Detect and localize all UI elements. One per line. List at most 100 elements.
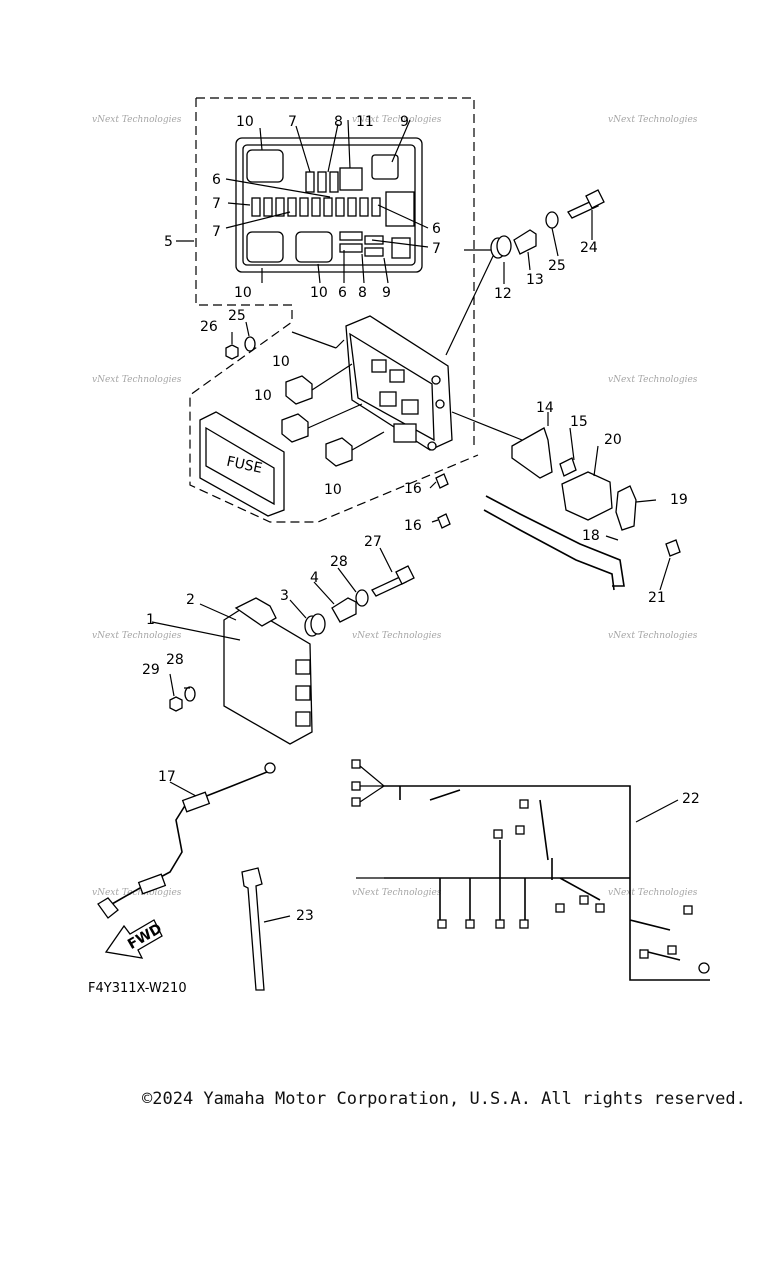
callout-8: 8 [334,114,343,130]
fuse-cover[interactable]: FUSE [199,411,285,517]
watermark: vNext Technologies [608,888,698,898]
callout-21: 21 [648,590,666,606]
nut-16 [435,473,449,489]
callout-7: 7 [432,241,441,257]
collar-13 [513,229,537,255]
washer-25 [545,211,559,229]
callout-26: 26 [200,319,218,335]
arrow-icon [104,919,163,959]
fuse-row [251,191,415,259]
relay-10 [281,413,309,443]
callout-24: 24 [580,240,598,256]
ecm-group[interactable]: 1 2 3 4 28 27 29 28 [142,534,415,745]
relay-10 [246,231,284,263]
callout-7: 7 [212,196,221,212]
callout-7: 7 [212,224,221,240]
nut-29 [169,696,183,712]
callout-2: 2 [186,592,195,608]
watermark: vNext Technologies [92,888,182,898]
callout-17: 17 [158,769,176,785]
watermark: vNext Technologies [608,631,698,641]
connector [393,423,417,443]
fwd-arrow: FWD [104,919,165,959]
watermark: vNext Technologies [352,631,442,641]
bolt-27-head [395,565,415,585]
callout-9: 9 [400,114,409,130]
washer-28 [184,686,196,702]
watermark: vNext Technologies [608,115,698,125]
callout-4: 4 [310,570,319,586]
fuse-7 [305,171,315,193]
nut-16 [437,513,451,529]
starter-relay-group[interactable]: 14 15 20 19 18 21 16 16 [404,400,688,606]
watermark: vNext Technologies [92,115,182,125]
watermark: vNext Technologies [92,631,182,641]
ring-terminal [264,762,276,774]
copyright-notice: ©2024 Yamaha Motor Corporation, U.S.A. A… [142,1089,746,1109]
relay-10 [295,231,333,263]
callout-12: 12 [494,286,512,302]
watermark: vNext Technologies [352,115,442,125]
fuse-11 [339,167,363,191]
callout-15: 15 [570,414,588,430]
bolt-15 [559,457,577,477]
wire-harness-22[interactable]: 22 [351,759,710,981]
callout-3: 3 [280,588,289,604]
relay-10 [246,149,284,183]
callout-8: 8 [358,285,367,301]
callout-1: 1 [146,612,155,628]
washer-25 [244,336,256,352]
mount-hardware-upper[interactable]: 12 13 25 24 [490,189,605,302]
callout-25: 25 [228,308,246,324]
washer-28 [355,589,369,607]
callout-16: 16 [404,481,422,497]
callout-13: 13 [526,272,544,288]
relay-bracket-assembly[interactable]: 10 10 10 [254,249,533,498]
callout-7: 7 [288,114,297,130]
fuse-8 [317,171,327,193]
watermark: vNext Technologies [92,375,182,385]
detail-frame [189,97,479,523]
fuse-box-detail[interactable]: 10 7 8 11 9 6 7 7 5 6 7 10 10 6 8 9 [164,97,479,523]
bracket-14 [511,427,553,479]
nut-washer-upper[interactable]: 26 25 [200,308,256,360]
callout-10: 10 [310,285,328,301]
callout-6: 6 [338,285,347,301]
callout-27: 27 [364,534,382,550]
bolt-21 [665,539,681,557]
callout-28: 28 [166,652,184,668]
callout-11: 11 [356,114,374,130]
callout-14: 14 [536,400,554,416]
ecm-bracket-2 [234,597,277,627]
callout-19: 19 [670,492,688,508]
callout-10: 10 [324,482,342,498]
callout-10: 10 [234,285,252,301]
nut-26 [225,344,239,360]
callout-9: 9 [382,285,391,301]
fuse-label: FUSE [225,454,264,477]
cover-19 [615,485,637,531]
cable-tie-23[interactable]: 23 [241,867,314,991]
callout-6: 6 [212,172,221,188]
callout-10: 10 [236,114,254,130]
relay-20 [561,471,613,521]
fuse-block [385,191,415,227]
callout-10: 10 [254,388,272,404]
collar-4 [331,597,357,623]
bolt-24-head [585,189,605,209]
callout-22: 22 [682,791,700,807]
watermark: vNext Technologies [608,375,698,385]
fuse-9 [371,154,399,180]
drawing-code: F4Y311X-W210 [88,981,187,996]
watermark-group: vNext Technologies vNext Technologies vN… [92,115,698,898]
lead-wires-18 [483,495,625,591]
lead-17[interactable]: 17 [97,762,276,919]
callout-16: 16 [404,518,422,534]
callout-20: 20 [604,432,622,448]
callout-28: 28 [330,554,348,570]
callout-5: 5 [164,234,173,250]
callout-18: 18 [582,528,600,544]
callout-10: 10 [272,354,290,370]
fuse-8 [329,171,339,193]
